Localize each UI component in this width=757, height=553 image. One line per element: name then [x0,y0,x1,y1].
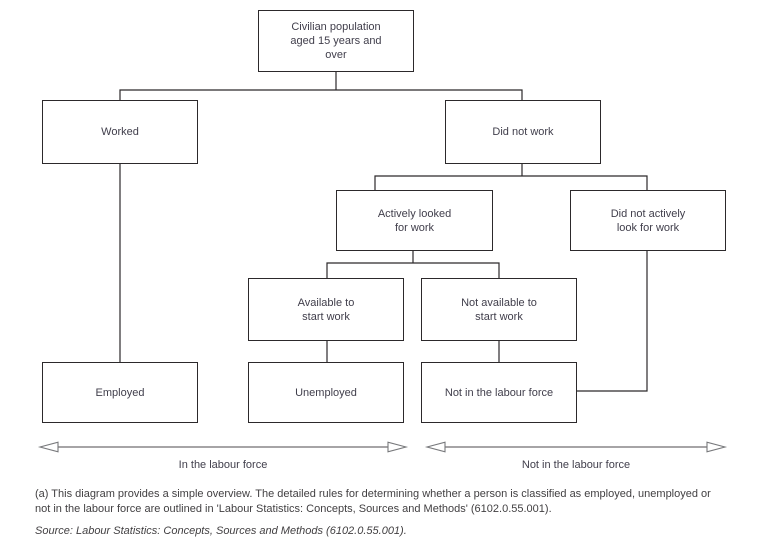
node-civilian-population: Civilian population aged 15 years and ov… [258,10,414,72]
connector-didnotwork-split [374,164,648,190]
footnote-text: (a) This diagram provides a simple overv… [35,488,711,515]
arrowhead-left-icon [37,441,59,453]
in-labour-force-arrow [37,441,409,453]
arrowhead-right-icon [387,441,409,453]
connector-civilian-split [119,72,523,100]
in-labour-force-label: In the labour force [178,459,268,471]
not-in-labour-force-arrow [424,441,728,453]
arrowhead-left-icon [424,441,446,453]
node-did-not-work: Did not work [445,100,601,164]
node-actively-looked-for-work: Actively looked for work [336,190,493,251]
connector-activelylooked-split [326,251,500,278]
arrowhead-right-icon [706,441,728,453]
node-available-to-start-work: Available to start work [248,278,404,341]
source-text: Source: Labour Statistics: Concepts, Sou… [35,525,407,537]
connector-didnotactively-nilf [577,251,648,392]
node-employed: Employed [42,362,198,423]
node-not-in-the-labour-force: Not in the labour force [421,362,577,423]
not-in-labour-force-label: Not in the labour force [521,459,631,471]
node-did-not-actively-look: Did not actively look for work [570,190,726,251]
node-worked: Worked [42,100,198,164]
node-not-available-to-start-work: Not available to start work [421,278,577,341]
node-unemployed: Unemployed [248,362,404,423]
